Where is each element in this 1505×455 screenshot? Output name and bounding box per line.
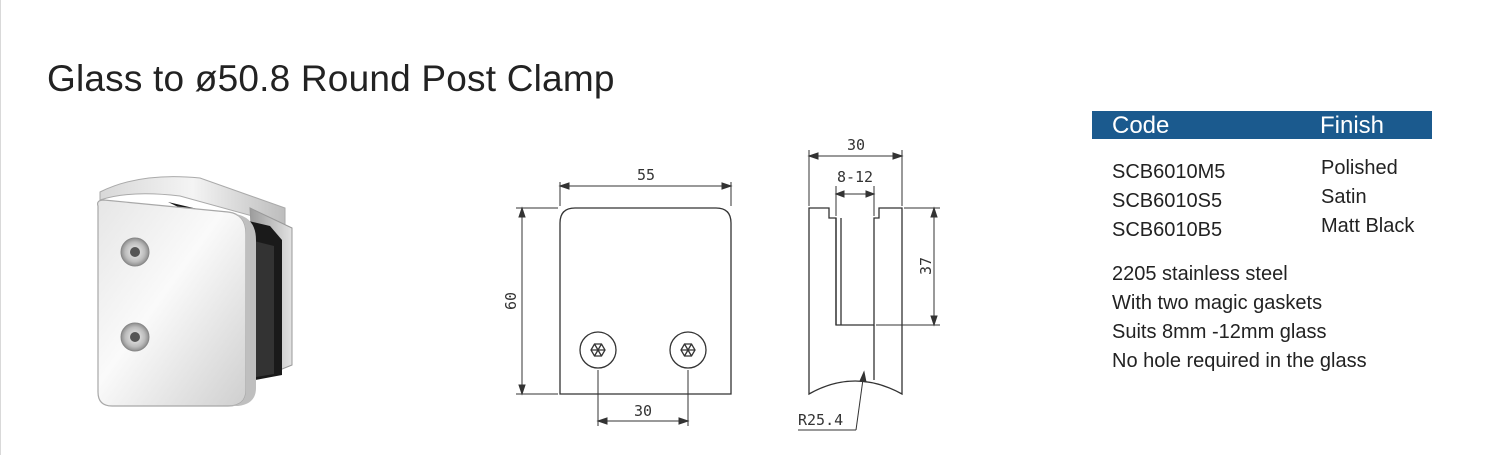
table-header: Code Finish: [1092, 111, 1432, 139]
hole-left: [579, 331, 617, 369]
row-code: SCB6010M5: [1112, 161, 1226, 183]
product-photo: [97, 176, 293, 407]
row-code: SCB6010S5: [1112, 190, 1223, 212]
dim-depth-label: 30: [847, 136, 865, 154]
dim-slot-depth-label: 37: [917, 257, 935, 275]
row-finish: Polished: [1321, 157, 1398, 179]
dim-hole-spacing-label: 30: [634, 402, 652, 420]
feature-item: No hole required in the glass: [1112, 350, 1367, 372]
row-finish: Satin: [1321, 186, 1367, 208]
feature-item: With two magic gaskets: [1112, 292, 1323, 314]
dim-radius-label: R25.4: [798, 411, 843, 429]
hole-right: [669, 331, 707, 369]
row-code: SCB6010B5: [1112, 219, 1223, 241]
table-row: SCB6010S5 Satin: [1092, 186, 1432, 215]
row-finish: Matt Black: [1321, 215, 1415, 237]
table-row: SCB6010M5 Polished: [1092, 157, 1432, 186]
table-row: SCB6010B5 Matt Black: [1092, 215, 1432, 244]
table-body: SCB6010M5 Polished SCB6010S5 Satin SCB60…: [1092, 157, 1432, 244]
feature-item: 2205 stainless steel: [1112, 263, 1288, 285]
front-view-outline: [559, 207, 732, 395]
spec-panel: Code Finish SCB6010M5 Polished SCB6010S5…: [1092, 111, 1432, 376]
header-code: Code: [1112, 112, 1170, 139]
feature-item: Suits 8mm -12mm glass: [1112, 321, 1327, 343]
header-finish: Finish: [1320, 112, 1385, 139]
dim-height-label: 60: [502, 292, 520, 310]
left-edge-rule: [0, 0, 1, 455]
technical-drawing: 55 60 30 30 8-12 37 R25.4: [502, 136, 940, 431]
feature-list: 2205 stainless steel With two magic gask…: [1112, 260, 1452, 376]
dim-glass-range-label: 8-12: [837, 168, 873, 186]
page-title: Glass to ø50.8 Round Post Clamp: [47, 58, 615, 99]
dim-width-label: 55: [637, 166, 655, 184]
side-view-outline: [808, 207, 903, 396]
